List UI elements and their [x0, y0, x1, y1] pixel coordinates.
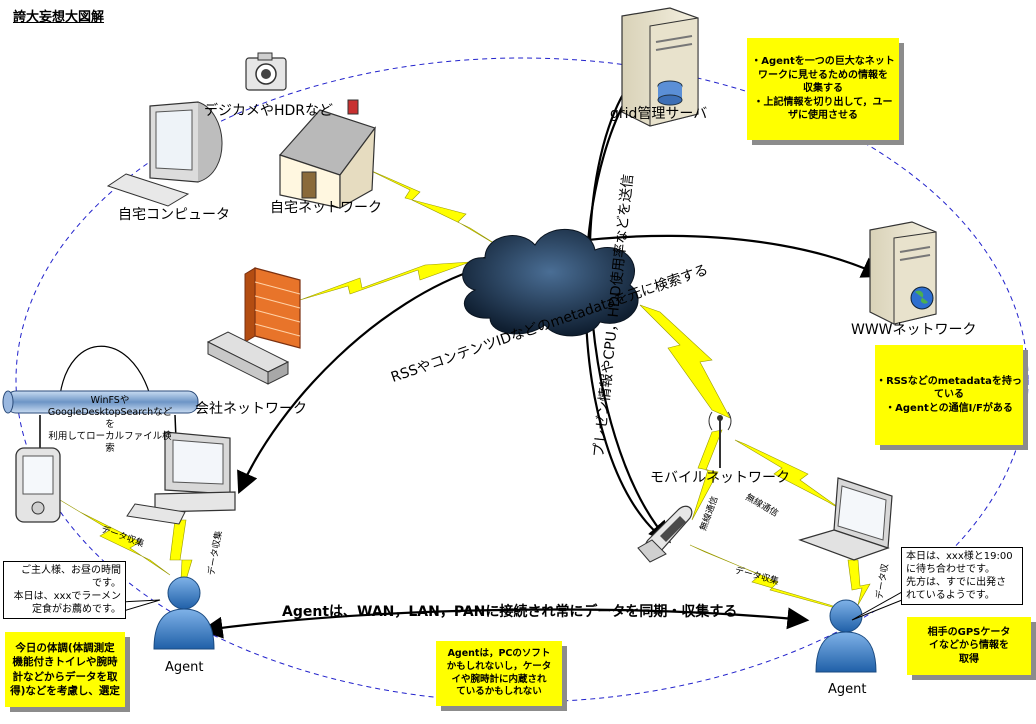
- bolt-firewall: [299, 261, 471, 301]
- agent-right-label: Agent: [828, 682, 867, 697]
- lightning-bolts: [59, 167, 871, 613]
- switch-icon: [206, 331, 290, 385]
- www-note-text: ・RSSなどのmetadataを持っ ている ・Agentとの通信I/Fがある: [876, 375, 1022, 414]
- sync-label: Agentは、WAN，LAN，PANに接続され常にデータを同期・収集する: [282, 604, 738, 620]
- health-note-text: 今日の体調(体調測定 機能付きトイレや腕時 計などからデータを取 得)などを考慮…: [10, 642, 120, 697]
- laptop-icon: [798, 477, 893, 561]
- mobile-phone-icon: [637, 505, 693, 563]
- camera-icon: [245, 52, 287, 91]
- callout-left-pointer: [119, 599, 161, 613]
- arrow-sync-left: [200, 608, 501, 639]
- firewall-icon: [244, 267, 301, 349]
- health-note: 今日の体調(体調測定 機能付きトイレや腕時 計などからデータを取 得)などを考慮…: [5, 632, 125, 707]
- grid-note: ・Agentを一つの巨大なネット ワークに見せるための情報を 収集する ・上記情…: [747, 38, 899, 140]
- agent-note-text: Agentは，PCのソフト かもしれないし，ケータ イや腕時計に内蔵され ている…: [446, 647, 552, 698]
- camera-label: デジカメやHDRなど: [204, 103, 334, 119]
- www-network-label: WWWネットワーク: [851, 322, 977, 338]
- storage-pipe: [2, 390, 199, 414]
- home-computer-icon: [106, 101, 223, 207]
- grid-server-label: grid管理サーバ: [610, 106, 708, 122]
- antenna-icon: [708, 411, 732, 468]
- callout-left: ご主人様、お昼の時間 です。 本日は、xxxでラーメン 定食がお薦めです。: [3, 561, 126, 619]
- arrow-sync-right: [499, 607, 810, 630]
- bolt-home: [364, 167, 506, 251]
- arrow-rss-search: [237, 266, 481, 495]
- arrow-pipe-loop: [59, 345, 151, 396]
- bolt-wireless-left: [691, 429, 723, 521]
- home-computer-label: 自宅コンピュータ: [118, 207, 230, 223]
- home-network-label: 自宅ネットワーク: [270, 200, 382, 216]
- bolt-pda: [59, 499, 171, 576]
- internet-cloud: [462, 229, 639, 337]
- company-network-label: 会社ネットワーク: [195, 401, 307, 417]
- grid-server-icon: [621, 7, 699, 127]
- mobile-network-label: モバイルネットワーク: [650, 470, 790, 486]
- gps-note-text: 相手のGPSケータ イなどから情報を 取得: [927, 626, 1011, 665]
- pipe-search-text: WinFSや GoogleDesktopSearchなどを 利用してローカルファ…: [47, 395, 173, 454]
- www-note: ・RSSなどのmetadataを持っ ている ・Agentとの通信I/Fがある: [875, 345, 1023, 445]
- house-icon: [278, 99, 376, 210]
- pda-icon: [15, 447, 61, 523]
- gps-note: 相手のGPSケータ イなどから情報を 取得: [907, 617, 1031, 675]
- agent-left-label: Agent: [165, 660, 204, 675]
- grid-note-text: ・Agentを一つの巨大なネット ワークに見せるための情報を 収集する ・上記情…: [751, 56, 895, 122]
- agent-left-icon: [153, 576, 215, 650]
- callout-right: 本日は、xxx様と19:00 に待ち合わせです。 先方は、すでに出発さ れている…: [901, 547, 1023, 605]
- www-server-icon: [869, 221, 937, 325]
- bolt-mobile: [639, 304, 731, 419]
- company-computer-icon: [126, 431, 236, 525]
- bolt-laptop: [847, 559, 871, 606]
- agent-note: Agentは，PCのソフト かもしれないし，ケータ イや腕時計に内蔵され ている…: [436, 641, 562, 706]
- agent-right-icon: [815, 599, 877, 673]
- page-title: 誇大妄想大図解: [13, 10, 105, 25]
